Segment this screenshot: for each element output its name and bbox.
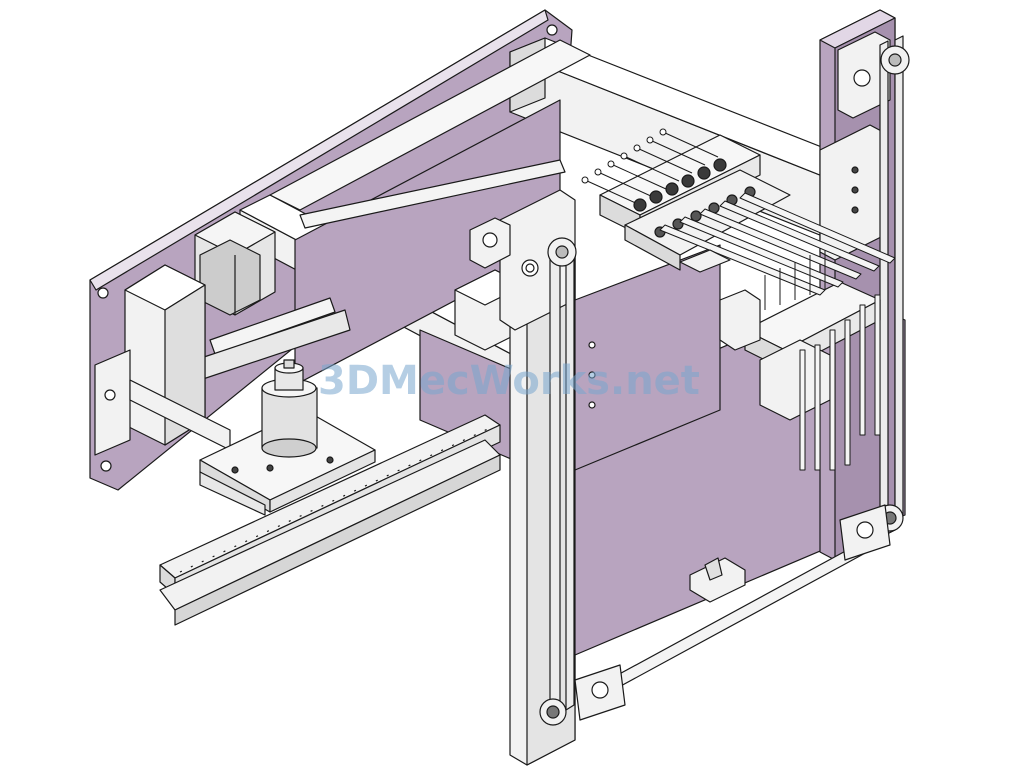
bearing-housing [469, 217, 511, 269]
stepper-motor [194, 211, 276, 316]
spring-row [633, 158, 756, 238]
air-cylinder [261, 359, 318, 458]
hanging-needles [764, 250, 881, 471]
small-bracket [689, 557, 746, 603]
guide-shaft [194, 159, 566, 381]
probe-rods [659, 192, 896, 296]
end-mount [94, 349, 231, 456]
side-clamp [679, 249, 761, 351]
front-vertical-plate [499, 189, 576, 766]
probe-pin-array [581, 128, 719, 206]
linear-slide-rail [159, 414, 501, 626]
timing-belt [539, 35, 910, 726]
drive-shaft [574, 504, 891, 721]
